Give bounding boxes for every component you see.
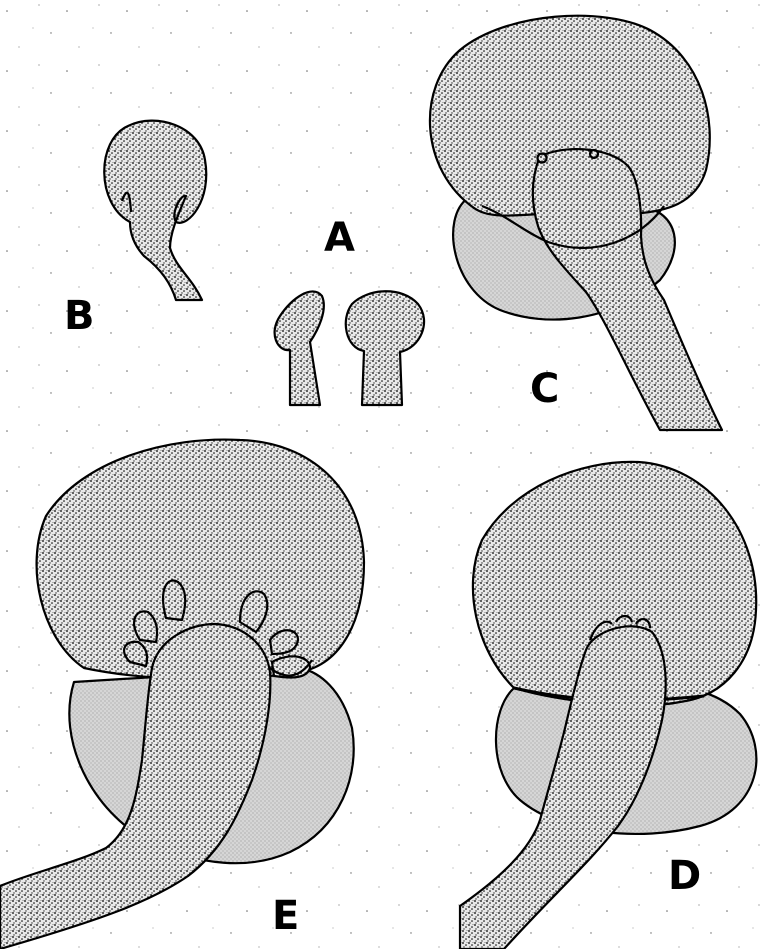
label-a: A	[324, 218, 355, 258]
label-b: B	[64, 296, 95, 336]
label-e: E	[272, 896, 299, 936]
label-c: C	[530, 369, 559, 409]
label-d: D	[668, 856, 701, 896]
